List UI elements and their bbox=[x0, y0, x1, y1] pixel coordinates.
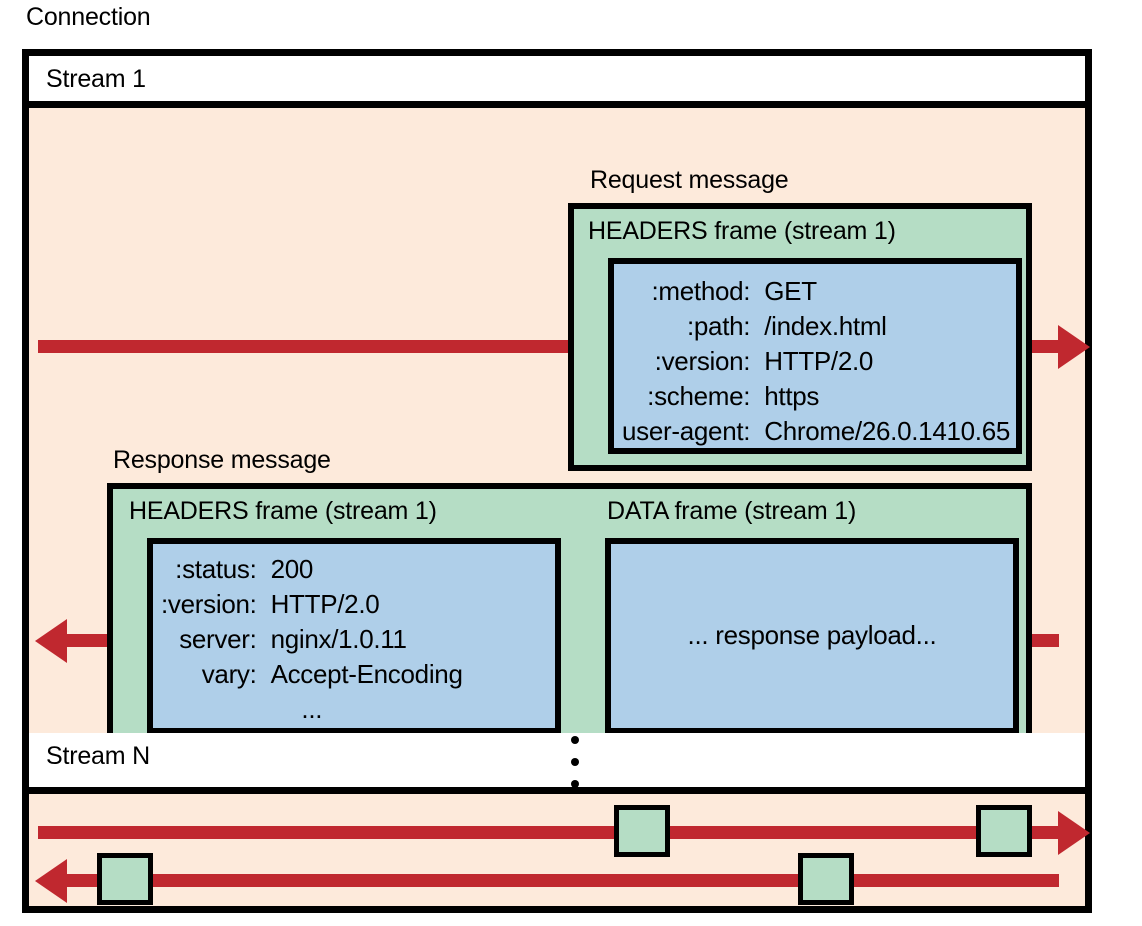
request-headers-frame-title: HEADERS frame (stream 1) bbox=[588, 217, 896, 245]
request-headers-frame: HEADERS frame (stream 1) :method: GET :p… bbox=[568, 203, 1032, 471]
response-headers-panel: :status: 200 :version: HTTP/2.0 server: … bbox=[147, 538, 561, 734]
response-message-label: Response message bbox=[113, 446, 331, 474]
header-key: :path: bbox=[686, 311, 751, 341]
stream-n-body bbox=[29, 794, 1090, 906]
stream-n-header-band: Stream N bbox=[29, 733, 1085, 794]
stream-n-frame-chip bbox=[976, 805, 1032, 857]
header-value: nginx/1.0.11 bbox=[270, 624, 407, 654]
header-value: Chrome/26.0.1410.65 bbox=[764, 416, 1011, 446]
header-key: :version: bbox=[654, 346, 751, 376]
stream-1-body: Request message HEADERS frame (stream 1)… bbox=[29, 108, 1090, 751]
stream-n-response-arrow-head bbox=[35, 859, 67, 903]
header-key: :version: bbox=[161, 589, 257, 619]
table-row: :path: /index.html bbox=[622, 309, 1010, 344]
table-row: :version: HTTP/2.0 bbox=[622, 344, 1010, 379]
response-headers-frame-title: HEADERS frame (stream 1) bbox=[129, 497, 437, 525]
response-data-panel: ... response payload... bbox=[605, 538, 1019, 734]
table-row: user-agent: Chrome/26.0.1410.65 bbox=[622, 414, 1010, 449]
header-value: HTTP/2.0 bbox=[764, 346, 874, 376]
header-key: server: bbox=[179, 624, 257, 654]
table-row: :method: GET bbox=[622, 274, 1010, 309]
stream-1-header-band: Stream 1 bbox=[29, 56, 1085, 108]
stream-1-label: Stream 1 bbox=[46, 65, 146, 93]
request-message-label: Request message bbox=[590, 166, 789, 194]
stream-n-frame-chip bbox=[97, 853, 153, 905]
table-row: :version: HTTP/2.0 bbox=[161, 587, 463, 622]
header-key: user-agent: bbox=[622, 416, 751, 446]
stream-n-frame-chip bbox=[614, 805, 670, 857]
stream-n-request-arrow-line bbox=[38, 826, 1058, 839]
header-value: Accept-Encoding bbox=[270, 659, 463, 689]
response-data-frame-title: DATA frame (stream 1) bbox=[607, 497, 857, 525]
header-value: /index.html bbox=[764, 311, 887, 341]
connection-label: Connection bbox=[26, 3, 151, 31]
headers-more-indicator: ... bbox=[301, 694, 323, 724]
table-row: :status: 200 bbox=[161, 552, 463, 587]
header-key: :scheme: bbox=[647, 381, 751, 411]
stream-n-response-arrow-line bbox=[67, 874, 1059, 887]
table-row: :scheme: https bbox=[622, 379, 1010, 414]
response-payload-text: ... response payload... bbox=[687, 620, 937, 650]
table-row: server: nginx/1.0.11 bbox=[161, 622, 463, 657]
header-value: HTTP/2.0 bbox=[270, 589, 380, 619]
response-arrow-head bbox=[35, 619, 67, 663]
header-key: :method: bbox=[651, 276, 751, 306]
request-headers-panel: :method: GET :path: /index.html :version… bbox=[608, 258, 1022, 454]
response-header-table: :status: 200 :version: HTTP/2.0 server: … bbox=[161, 552, 463, 727]
connection-frame: Stream 1 Request message HEADERS frame (… bbox=[22, 49, 1092, 913]
request-arrow-head bbox=[1058, 325, 1090, 369]
header-value: 200 bbox=[270, 554, 314, 584]
response-frames-container: HEADERS frame (stream 1) :status: 200 :v… bbox=[107, 483, 1032, 751]
table-row: vary: Accept-Encoding bbox=[161, 657, 463, 692]
stream-n-frame-chip bbox=[798, 853, 854, 905]
table-row: ... bbox=[161, 692, 463, 727]
header-key: :status: bbox=[175, 554, 257, 584]
header-value: https bbox=[764, 381, 820, 411]
header-key: vary: bbox=[201, 659, 257, 689]
request-header-table: :method: GET :path: /index.html :version… bbox=[622, 274, 1010, 449]
header-value: GET bbox=[764, 276, 817, 306]
stream-n-request-arrow-head bbox=[1058, 811, 1090, 855]
vertical-ellipsis-icon bbox=[570, 736, 580, 788]
stream-n-label: Stream N bbox=[46, 742, 150, 770]
